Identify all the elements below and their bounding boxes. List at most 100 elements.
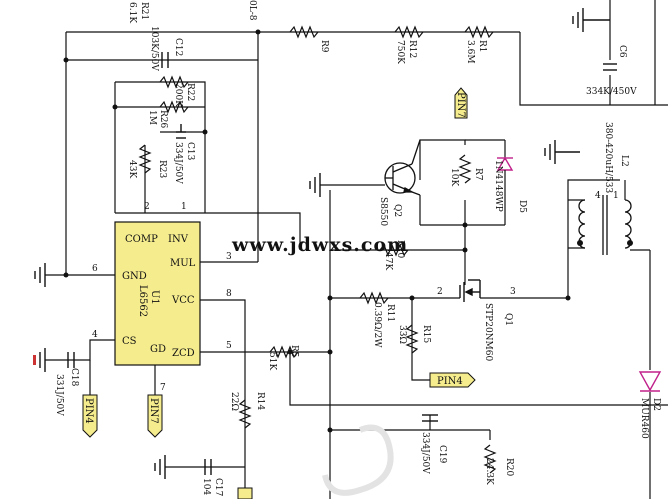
label-r5-value: 51K bbox=[267, 352, 277, 370]
ic-pin-num-2: 2 bbox=[144, 202, 150, 212]
r9-symbol bbox=[289, 25, 319, 39]
label-r1-ref: R1 bbox=[477, 40, 487, 53]
ground-q2 bbox=[309, 173, 321, 197]
label-r20-ref: R20 bbox=[504, 458, 514, 477]
r15-symbol bbox=[405, 324, 419, 354]
ground-cs-red bbox=[33, 355, 36, 365]
c18-symbol bbox=[67, 352, 75, 368]
label-c6-value: 334K/450V bbox=[586, 87, 637, 97]
label-r12-ref: R12 bbox=[407, 40, 417, 58]
q1-pin-gate: 2 bbox=[437, 287, 443, 297]
label-q1-value: STP20NM60 bbox=[483, 303, 493, 361]
label-r14-ref: R14 bbox=[255, 392, 265, 411]
label-l2-value: 380-420uH/533 bbox=[603, 122, 613, 194]
flag-pin7-bottom bbox=[147, 394, 163, 438]
label-l2-ref: L2 bbox=[619, 155, 629, 167]
ic-pin-num-1: 1 bbox=[181, 202, 187, 212]
transistor-q2-symbol bbox=[384, 139, 421, 196]
ground-gnd-pin bbox=[34, 263, 46, 287]
r7-symbol bbox=[458, 154, 472, 184]
ic-pin-gd: GD bbox=[150, 344, 166, 355]
label-r1-value: 3.6M bbox=[465, 40, 475, 64]
r26-symbol bbox=[159, 100, 189, 114]
label-r12-value: 750K bbox=[395, 40, 405, 64]
label-c12-ref: C12 bbox=[173, 38, 183, 56]
label-r23-ref: R23 bbox=[157, 160, 167, 179]
ic-pin-num-7: 7 bbox=[160, 383, 166, 393]
label-c19-value: 334J/50V bbox=[420, 432, 430, 474]
label-q2-ref: Q2 bbox=[392, 204, 402, 217]
label-r26-value: 1M bbox=[147, 110, 157, 125]
label-c12-value: 103K/50V bbox=[149, 26, 159, 71]
component-labels: R21 6.1K C12 103K/50V R22 200K R26 1M C1… bbox=[54, 2, 661, 497]
capacitor-symbols bbox=[67, 52, 617, 475]
ic-pin-inv: INV bbox=[168, 234, 189, 245]
r14-symbol bbox=[238, 399, 252, 429]
label-r20-value: 24.3K bbox=[484, 458, 494, 485]
flag-pin4-left bbox=[82, 394, 98, 438]
c13-symbol bbox=[176, 124, 186, 139]
label-c13-ref: C13 bbox=[185, 142, 195, 161]
r10-symbol bbox=[379, 243, 409, 257]
c12-symbol bbox=[161, 52, 169, 68]
label-d5-ref: D5 bbox=[517, 200, 527, 213]
ic-pin-vcc: VCC bbox=[171, 295, 195, 306]
junction-dots bbox=[63, 29, 571, 433]
label-r11-value: 0.39Ω/2W bbox=[372, 302, 382, 348]
label-c13-value: 334J/50V bbox=[173, 142, 183, 184]
ground-top-right bbox=[572, 8, 584, 32]
l2-dot-right bbox=[627, 240, 633, 246]
label-r21-ref: R21 bbox=[139, 2, 149, 20]
r22-symbol bbox=[159, 75, 189, 89]
watermark-text: www.jdwxs.com bbox=[231, 234, 408, 256]
l2-pin-4: 4 bbox=[595, 191, 601, 201]
label-r15-ref: R15 bbox=[421, 325, 431, 344]
label-r15-value: 33Ω bbox=[397, 325, 407, 344]
ground-c17 bbox=[154, 455, 166, 479]
flag-pin7-top bbox=[454, 87, 468, 119]
label-r21-value: 6.1K bbox=[127, 2, 137, 23]
l2-pin-1: 1 bbox=[613, 191, 619, 201]
ic-pin-gnd: GND bbox=[122, 271, 147, 282]
label-r22-value: 200K bbox=[173, 83, 183, 107]
ic-pin-comp: COMP bbox=[125, 234, 158, 245]
c17-symbol bbox=[204, 459, 212, 475]
label-r7-value: 10K bbox=[449, 168, 459, 186]
label-r11-ref: R11 bbox=[385, 304, 395, 322]
ic-pin-zcd: ZCD bbox=[172, 348, 195, 359]
ground-symbols bbox=[34, 8, 610, 479]
net-pin4-left: PIN4 bbox=[83, 398, 94, 424]
watermark-logo bbox=[322, 424, 394, 496]
flag-bottom-c17 bbox=[237, 487, 253, 499]
label-d2-ref: D2 bbox=[651, 398, 661, 411]
label-r10-ref: R10 bbox=[395, 240, 405, 259]
ic-part: L6562 bbox=[137, 285, 148, 317]
r12-symbol bbox=[394, 25, 424, 39]
label-r5-ref: R5 bbox=[289, 345, 299, 358]
net-pin7-top: PIN7 bbox=[455, 92, 466, 118]
ic-pin-num-3: 3 bbox=[226, 252, 232, 262]
label-c18-ref: C18 bbox=[69, 368, 79, 387]
resistor-symbols bbox=[138, 25, 497, 474]
net-pin4-right: PIN4 bbox=[437, 376, 463, 387]
label-r26-ref: R26 bbox=[158, 110, 168, 129]
r20-symbol bbox=[483, 444, 497, 474]
ic-pin-num-4: 4 bbox=[92, 330, 98, 340]
label-c19-ref: C19 bbox=[437, 445, 447, 464]
label-c6-ref: C6 bbox=[617, 45, 627, 58]
net-top-clip: 0L-8 bbox=[247, 0, 257, 21]
mosfet-q1-symbol bbox=[459, 279, 481, 302]
label-c17-ref: C17 bbox=[213, 478, 223, 497]
net-flags bbox=[82, 87, 476, 499]
ground-l2 bbox=[544, 140, 556, 164]
label-c18-value: 331J/50V bbox=[54, 374, 64, 416]
label-r7-ref: R7 bbox=[473, 168, 483, 181]
ic-pin-mul: MUL bbox=[170, 258, 196, 269]
label-d2-value: MUR460 bbox=[639, 398, 649, 439]
label-q2-value: S8550 bbox=[378, 197, 388, 226]
c6-symbol bbox=[603, 63, 617, 71]
ic-pin-num-6: 6 bbox=[92, 264, 98, 274]
q1-pin-drain: 3 bbox=[510, 287, 516, 297]
label-d5-value: 1N4148WP bbox=[493, 160, 503, 212]
